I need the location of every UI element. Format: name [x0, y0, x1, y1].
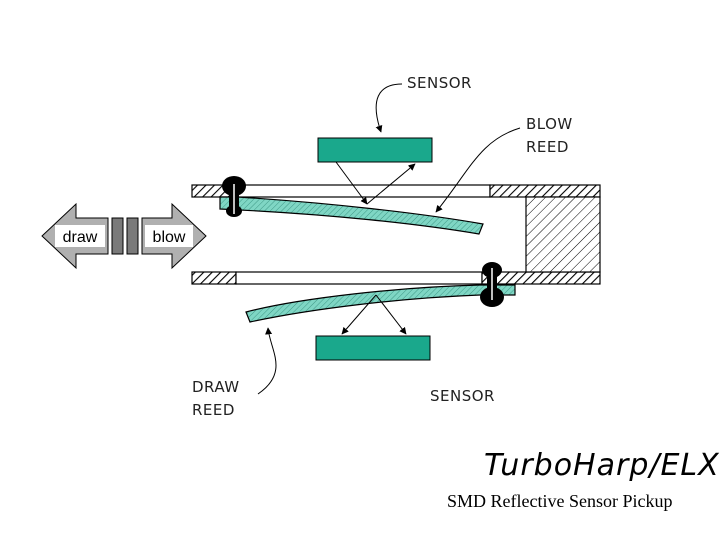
- blow-reed-label-line2: REED: [526, 138, 569, 156]
- direction-arrows: draw blow: [41, 202, 207, 270]
- top-ray-in: [335, 161, 368, 205]
- blow-reed-rivet-icon: [222, 176, 246, 217]
- blow-reed: [219, 196, 484, 235]
- draw-reed-label-line1: DRAW: [192, 378, 240, 396]
- arrow-divider-right: [126, 217, 139, 255]
- bottom-sensor: [315, 335, 431, 361]
- turboharp-logo: TurboHarp/ELX: [484, 448, 720, 483]
- draw-reed: [245, 284, 516, 323]
- draw-reed-label-line2: REED: [192, 401, 235, 419]
- blow-arrow-label: blow: [153, 229, 186, 246]
- top-ray-out: [366, 163, 416, 205]
- upper-reed-plate: [191, 184, 601, 198]
- draw-reed-rivet-icon: [480, 262, 504, 307]
- blow-reed-label-line1: BLOW: [526, 115, 573, 133]
- draw-arrow-label: draw: [63, 229, 98, 246]
- bottom-ray-out: [375, 294, 407, 335]
- lower-reed-plate: [191, 271, 601, 285]
- sensor-top-label: SENSOR: [407, 74, 472, 92]
- bottom-ray-in: [341, 294, 377, 335]
- sensor-bottom-label: SENSOR: [430, 387, 495, 405]
- comb-block: [525, 196, 601, 273]
- diagram-caption: SMD Reflective Sensor Pickup: [447, 491, 672, 511]
- sensor-top-leader: [375, 83, 403, 133]
- arrow-divider-left: [111, 217, 124, 255]
- top-sensor: [317, 137, 433, 163]
- blow-reed-leader: [435, 127, 521, 213]
- draw-reed-leader: [257, 327, 277, 395]
